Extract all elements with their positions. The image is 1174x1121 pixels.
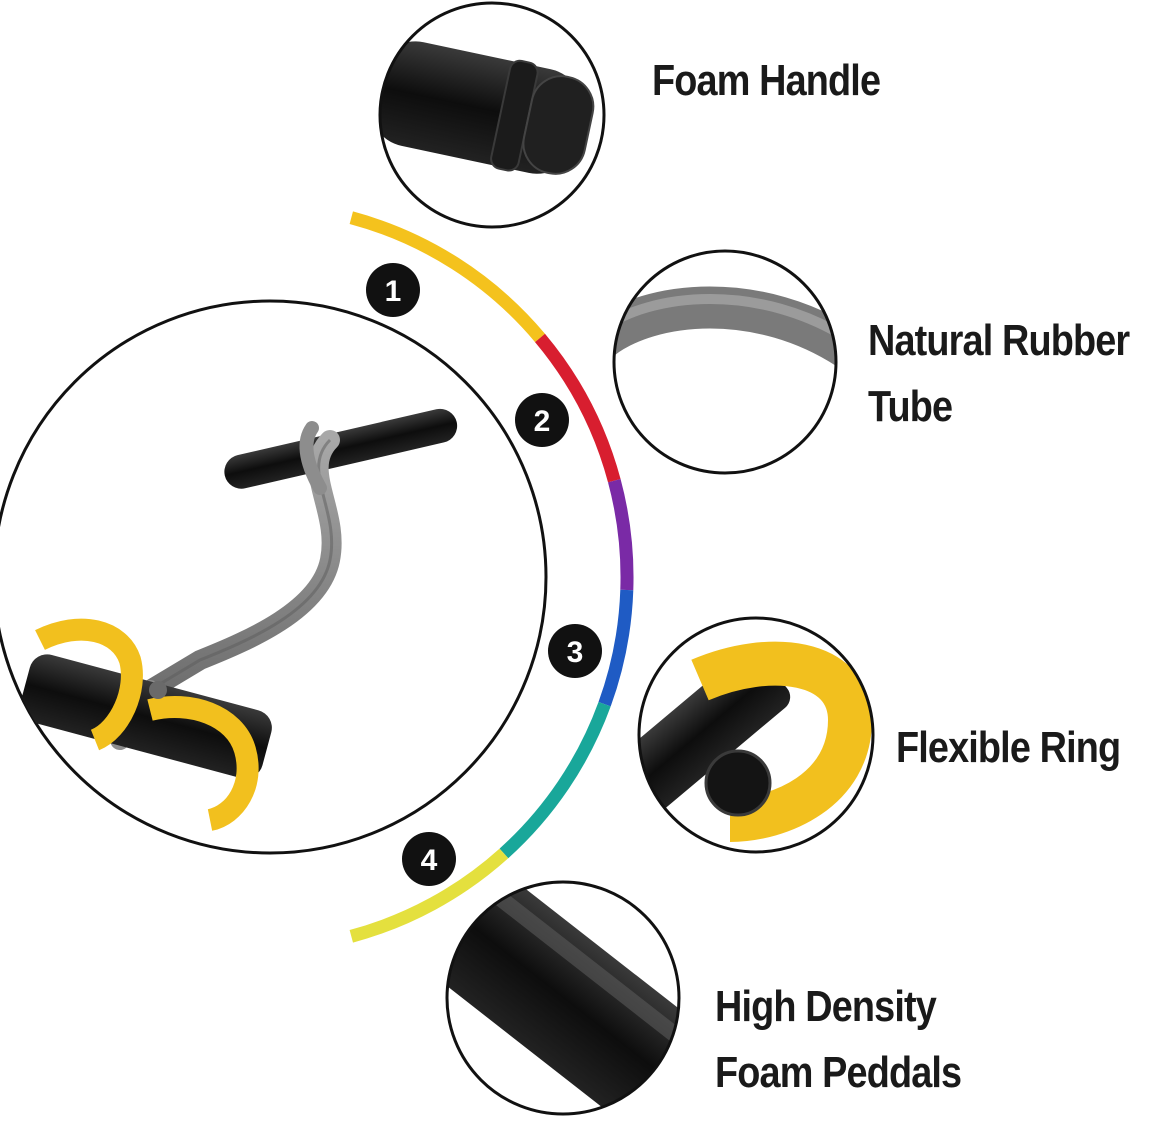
- badge-3: 3: [548, 624, 602, 678]
- svg-text:2: 2: [534, 405, 551, 438]
- arc-segment-2: [535, 333, 621, 483]
- label-line: High Density: [715, 982, 937, 1031]
- badge-4: 4: [402, 832, 456, 886]
- label-line: Natural Rubber: [868, 316, 1130, 365]
- svg-text:3: 3: [567, 636, 584, 669]
- badge-2: 2: [515, 393, 569, 447]
- arc-segment-4: [598, 589, 634, 707]
- label-line: Foam Peddals: [715, 1048, 962, 1097]
- flexible-ring-detail-icon: [639, 641, 872, 842]
- svg-text:1: 1: [385, 275, 402, 308]
- label-line: Foam Handle: [652, 56, 881, 105]
- detail-circle-foam-handle: [378, 1, 606, 229]
- detail-circle-flexible-ring: [637, 616, 875, 854]
- badge-1: 1: [366, 263, 420, 317]
- arc-segment-1: [349, 211, 545, 343]
- color-arc: [349, 211, 634, 943]
- foam-handle-detail-icon: [380, 41, 595, 175]
- svg-text:4: 4: [421, 844, 438, 877]
- label-high-density-foam-pedals: High Density Foam Peddals: [715, 974, 962, 1106]
- label-line: Tube: [868, 382, 953, 431]
- arc-segment-5: [499, 701, 611, 859]
- tummy-trimmer-icon: [20, 408, 458, 831]
- label-flexible-ring: Flexible Ring: [896, 715, 1121, 781]
- arc-segment-3: [608, 479, 634, 591]
- main-product-circle: [0, 299, 548, 855]
- detail-circle-foam-pedal: [445, 880, 681, 1116]
- detail-circle-rubber-tube: [612, 249, 838, 475]
- label-line: Flexible Ring: [896, 723, 1121, 772]
- label-natural-rubber-tube: Natural Rubber Tube: [868, 308, 1130, 440]
- arc-segment-6: [349, 848, 509, 943]
- label-foam-handle: Foam Handle: [652, 48, 881, 114]
- foam-pedal-detail-icon: [447, 882, 679, 1114]
